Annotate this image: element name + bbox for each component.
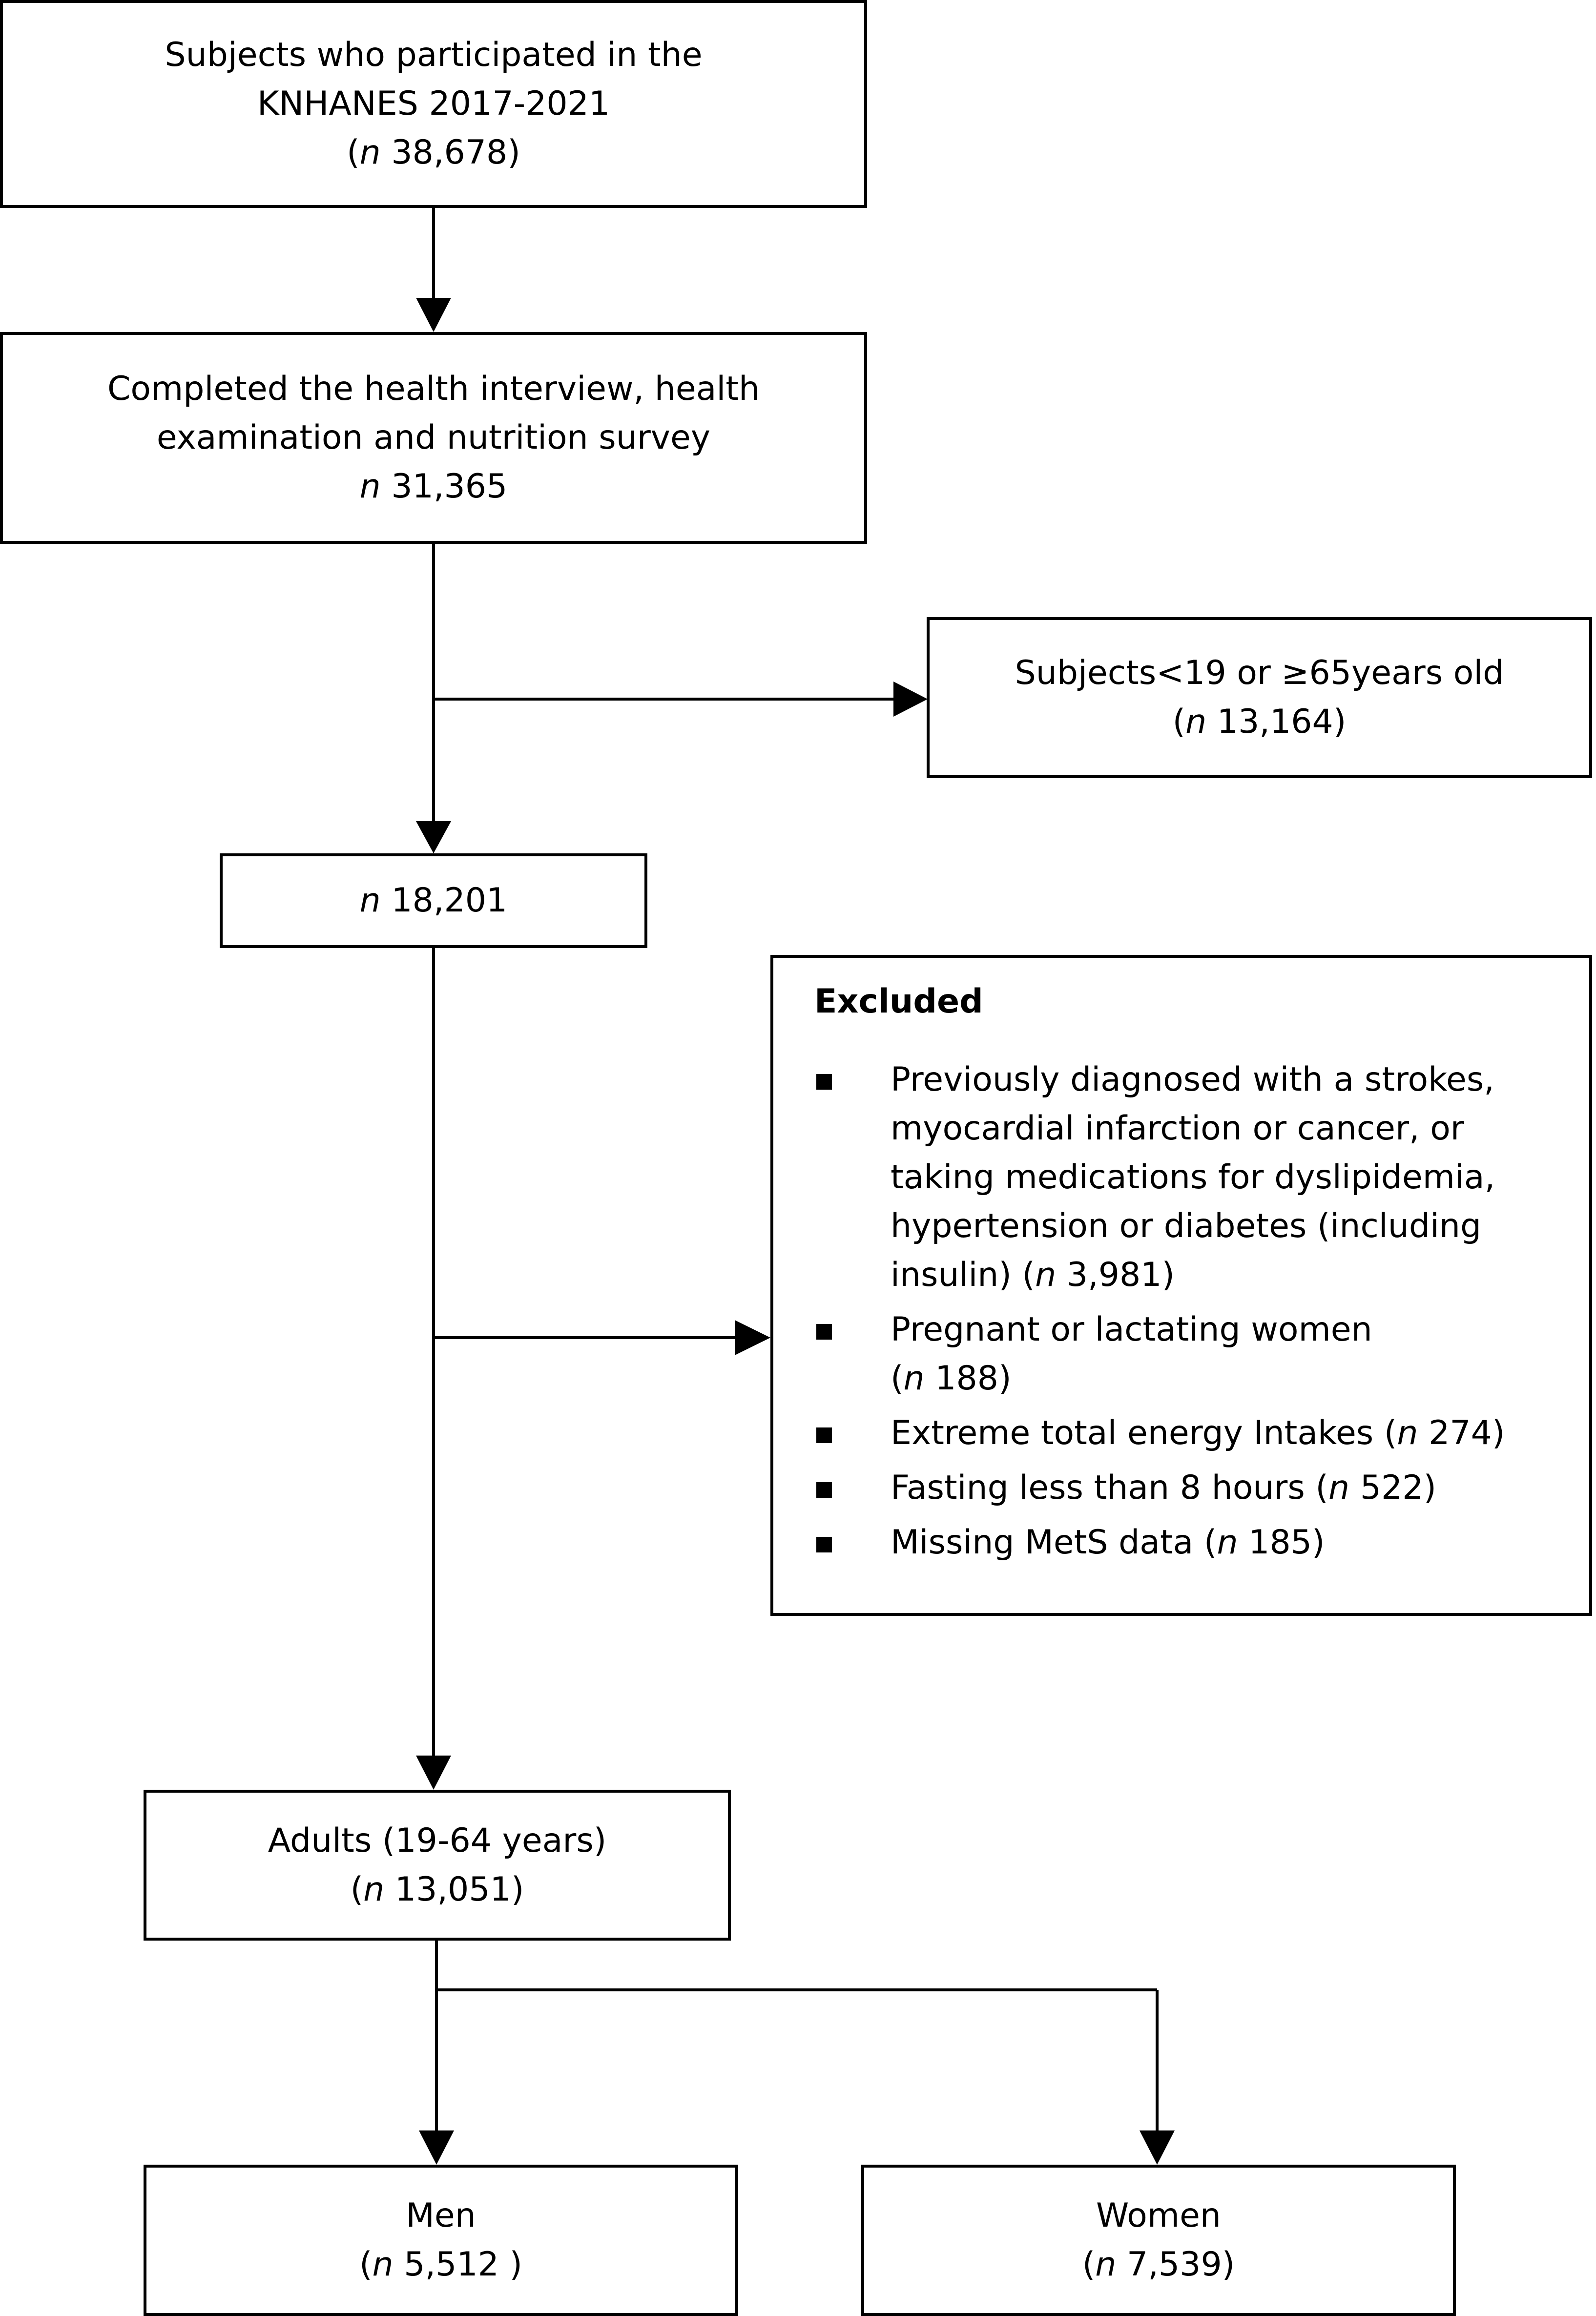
knhanes-line-1: Subjects who participated in the [165,36,703,74]
excluded-item-count: 522 [1360,1468,1424,1507]
age-excluded-count-close: ) [1333,703,1347,741]
completed-line-2: examination and nutrition survey [156,418,711,457]
excluded-item-n: n [903,1359,925,1398]
excluded-item-line: hypertension or diabetes (including [891,1207,1482,1245]
excluded-item-prefix: insulin) ( [891,1256,1036,1294]
adults-count: 13,051 [394,1870,511,1909]
women-count-open: ( [1082,2245,1096,2284]
excluded-item-prefix: Fasting less than 8 hours ( [891,1468,1328,1507]
remaining-n: n [359,881,381,920]
excluded-item-suffix: ) [1492,1414,1505,1452]
excluded-list: Previously diagnosed with a strokes, myoc… [814,1055,1570,1567]
remaining-count-line: n 18,201 [360,876,508,925]
excluded-item-line: Previously diagnosed with a strokes, [891,1060,1494,1099]
excluded-item-count-line: insulin) (n 3,981) [891,1251,1570,1300]
excluded-item: Fasting less than 8 hours (n 522) [814,1464,1570,1512]
adults-count-line: (n 13,051) [351,1865,524,1914]
box-remaining-subjects: n 18,201 [220,853,647,948]
adults-count-close: ) [511,1870,524,1909]
excluded-item-count-line: Missing MetS data (n 185) [891,1518,1570,1567]
arrowhead-to-remaining [416,821,451,853]
completed-line-1: Completed the health interview, health [107,370,760,408]
knhanes-count-close: ) [507,133,520,172]
men-n: n [372,2245,394,2284]
excluded-item-count: 3,981 [1066,1256,1162,1294]
excluded-item-suffix: ) [998,1359,1012,1398]
box-knhanes-participants: Subjects who participated in the KNHANES… [0,0,867,208]
excluded-item-n: n [1397,1414,1418,1452]
excluded-item-count-line: (n 188) [891,1354,1570,1403]
men-count-close: ) [498,2245,523,2284]
box-age-excluded: Subjects<19 or ≥65years old (n 13,164) [927,617,1592,778]
age-excluded-count-open: ( [1172,703,1186,741]
men-count-open: ( [359,2245,373,2284]
arrowhead-to-completed [416,298,451,332]
square-bullet-icon [816,1537,832,1552]
excluded-item-line: Pregnant or lactating women [891,1310,1372,1349]
women-n: n [1095,2245,1117,2284]
square-bullet-icon [816,1482,832,1498]
completed-count: 31,365 [391,467,508,506]
excluded-item-prefix: Missing MetS data ( [891,1523,1217,1562]
excluded-item: Missing MetS data (n 185) [814,1518,1570,1567]
knhanes-n: n [359,133,381,172]
excluded-item-prefix: ( [891,1359,904,1398]
women-line-1: Women [1096,2196,1222,2235]
square-bullet-icon [816,1324,832,1340]
box-adults-19-64: Adults (19-64 years) (n 13,051) [144,1790,731,1941]
excluded-item: Extreme total energy Intakes (n 274) [814,1409,1570,1458]
excluded-item-count: 274 [1429,1414,1492,1452]
excluded-item-count-line: Fasting less than 8 hours (n 522) [891,1464,1570,1512]
excluded-item: Pregnant or lactating women (n 188) [814,1305,1570,1403]
men-count-line: (n 5,512 ) [359,2240,522,2289]
men-count: 5,512 [404,2245,499,2284]
women-count: 7,539 [1127,2245,1222,2284]
arrowhead-to-adults [416,1756,451,1790]
excluded-item-suffix: ) [1161,1256,1175,1294]
completed-n: n [359,467,381,506]
excluded-item-count: 188 [935,1359,999,1398]
knhanes-count-line: (n 38,678) [347,128,520,177]
knhanes-count-open: ( [347,133,360,172]
excluded-item-line: myocardial infarction or cancer, or [891,1109,1464,1148]
arrowhead-to-women [1140,2130,1175,2165]
completed-count-line: n 31,365 [360,462,508,511]
men-line-1: Men [406,2196,476,2235]
box-excluded-criteria: Excluded Previously diagnosed with a str… [770,955,1592,1616]
excluded-item-prefix: Extreme total energy Intakes ( [891,1414,1397,1452]
age-excluded-count: 13,164 [1217,703,1333,741]
excluded-item-count-line: Extreme total energy Intakes (n 274) [891,1409,1570,1458]
excluded-item-count: 185 [1248,1523,1312,1562]
box-women: Women (n 7,539) [861,2165,1456,2316]
remaining-count: 18,201 [391,881,508,920]
square-bullet-icon [816,1074,832,1090]
adults-line-1: Adults (19-64 years) [268,1821,607,1860]
box-men: Men (n 5,512 ) [144,2165,738,2316]
age-excluded-line-1: Subjects<19 or ≥65years old [1015,654,1504,692]
age-excluded-count-line: (n 13,164) [1173,698,1347,746]
excluded-item-line: taking medications for dyslipidemia, [891,1158,1495,1197]
age-excluded-n: n [1185,703,1207,741]
box-completed-survey: Completed the health interview, health e… [0,332,867,544]
excluded-item-n: n [1035,1256,1057,1294]
excluded-item-suffix: ) [1311,1523,1325,1562]
women-count-line: (n 7,539) [1082,2240,1235,2289]
arrowhead-to-men [419,2130,454,2165]
knhanes-line-2: KNHANES 2017-2021 [257,84,610,123]
women-count-close: ) [1222,2245,1235,2284]
square-bullet-icon [816,1427,832,1443]
excluded-item-n: n [1217,1523,1238,1562]
knhanes-count: 38,678 [391,133,508,172]
excluded-item-n: n [1328,1468,1350,1507]
adults-count-open: ( [350,1870,364,1909]
arrowhead-to-excluded [735,1320,770,1355]
excluded-title: Excluded [814,982,983,1021]
adults-n: n [363,1870,385,1909]
excluded-item: Previously diagnosed with a strokes, myoc… [814,1055,1570,1300]
excluded-item-suffix: ) [1423,1468,1437,1507]
arrowhead-to-age-excluded [893,682,928,717]
